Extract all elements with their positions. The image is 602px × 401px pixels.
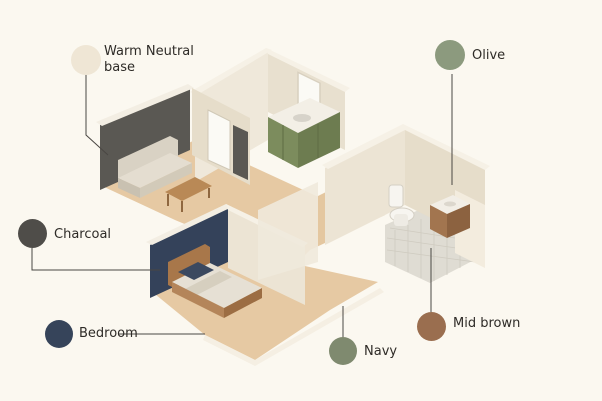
bedroom-swatch [45,320,73,348]
sofa-front-side [140,163,192,198]
leader-charcoal [31,248,160,271]
bathroom-wall-top [403,124,490,170]
olive-label: Olive [472,48,506,63]
back-wall-top [190,48,272,95]
warm-neutral-swatch [71,45,101,75]
navy-swatch [329,337,357,365]
warm-neutral-label: Warm Neutral base [104,44,194,76]
bed-frame-side [172,282,224,318]
mid-brown-swatch [417,312,446,341]
vanity-side [447,204,470,238]
olive-swatch [435,40,465,70]
bed-headboard [168,244,210,288]
coffee-table-top [165,177,212,201]
hallway-wall-top [322,124,409,169]
mid-brown-label: Mid brown [453,316,521,331]
warm-neutral-label-line1: Warm Neutral [104,44,194,59]
sofa-front [118,178,140,198]
warm-neutral-label-line2: base [104,60,135,75]
interior-door [207,109,231,171]
hall-wall-segment [258,182,318,280]
toilet-tank [388,184,404,208]
navy-wall-top [146,204,232,245]
sofa-back [118,136,178,182]
leader-warm [85,74,109,156]
navy-label: Navy [364,344,398,359]
charcoal-door-panel [233,125,248,180]
kitchen-cabinet-side [298,112,340,168]
bed-pillow [178,262,214,280]
kitchen-sink [293,114,311,122]
hallway-wall [325,128,405,245]
bed-blanket-fold [183,271,232,296]
leader-lines [31,74,453,338]
charcoal-swatch [18,219,47,248]
bed-frame-front [224,288,262,318]
bedroom-label: Bedroom [79,326,138,341]
vanity-front [430,205,447,238]
toilet-base [394,214,408,226]
sofa-seat [118,153,192,188]
charcoal-wall-top [96,84,194,126]
charcoal-label: Charcoal [54,227,112,242]
kitchen-wall-top [266,48,350,92]
